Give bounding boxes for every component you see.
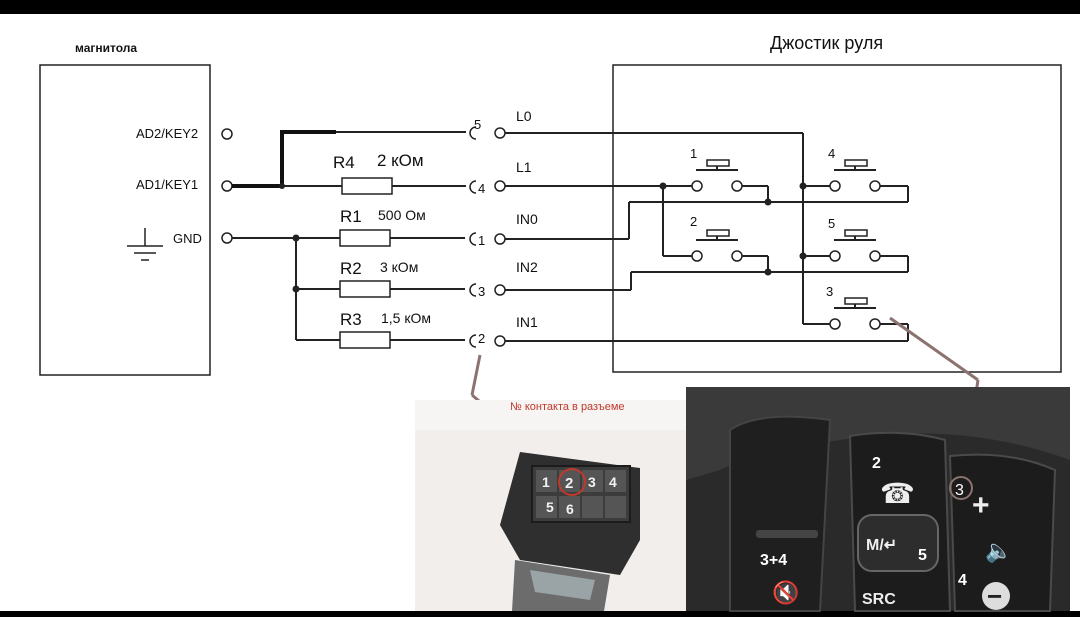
wheel-label-4: 4 (958, 572, 967, 589)
connector-pin-4: 4 (478, 181, 485, 196)
wheel-label-3plus4: 3+4 (760, 552, 787, 569)
joystick-block: Джостик руля (612, 33, 1062, 373)
ground-symbol (127, 228, 163, 261)
line-label-l0: L0 (516, 108, 532, 124)
resistor-r2-name: R2 (340, 259, 362, 278)
button-1: 1 (663, 146, 769, 202)
line-label-in1: IN1 (516, 314, 538, 330)
resistor-r4: R4 2 кОм (333, 151, 424, 195)
button-2: 2 (663, 214, 769, 272)
connector-pin-1: 1 (478, 233, 485, 248)
wheel-src-text: SRC (862, 591, 896, 608)
wheel-label-3: 3 (955, 482, 964, 499)
button-3-label: 3 (826, 284, 833, 299)
resistor-r1-value: 500 Ом (378, 207, 426, 223)
head-unit-title: магнитола (75, 41, 137, 55)
button-5-label: 5 (828, 216, 835, 231)
top-bar (0, 0, 1080, 14)
wheel-callout-circle (949, 476, 973, 500)
wheel-label-5: 5 (918, 547, 927, 564)
button-1-label: 1 (690, 146, 697, 161)
pin-ad2 (221, 128, 233, 140)
connector-photo-pin-2: 2 (565, 475, 573, 492)
resistor-r1: R1 500 Ом (339, 207, 426, 247)
button-4: 4 (803, 146, 908, 192)
pin-ad1 (221, 180, 233, 192)
resistor-r3-value: 1,5 кОм (381, 310, 431, 326)
connector-housing: 1 2 3 4 5 6 (500, 452, 640, 611)
wheel-mute-icon: 🔇 (772, 580, 799, 605)
connector-photo: № контакта в разъеме 1 2 3 4 5 6 (415, 400, 687, 611)
wheel-phone-icon: ☎ (880, 478, 915, 509)
wheel-speaker-icon: 🔈 (985, 538, 1012, 564)
line-label-in0: IN0 (516, 211, 538, 227)
joystick-wiring (505, 132, 909, 342)
resistor-r3: R3 1,5 кОм (339, 310, 431, 349)
resistor-r3-name: R3 (340, 310, 362, 329)
connector: 5 L0 4 L1 1 IN0 3 IN2 2 IN1 (336, 108, 538, 348)
resistor-r2-value: 3 кОм (380, 259, 418, 275)
resistor-r4-name: R4 (333, 153, 355, 172)
bold-wire (232, 130, 336, 188)
bottom-bar (0, 611, 1080, 617)
wheel-label-2: 2 (872, 455, 881, 472)
connector-photo-pin-5: 5 (546, 499, 554, 515)
wheel-plus-icon: + (972, 489, 990, 522)
pin-label-ad1: AD1/KEY1 (136, 177, 198, 192)
button-2-label: 2 (690, 214, 697, 229)
wires (232, 183, 466, 341)
connector-photo-pin-1: 1 (542, 474, 550, 490)
resistor-r2: R2 3 кОм (339, 259, 418, 298)
resistor-r1-name: R1 (340, 207, 362, 226)
line-label-l1: L1 (516, 159, 532, 175)
wheel-minus-icon: − (987, 581, 1002, 611)
button-4-label: 4 (828, 146, 835, 161)
button-5: 5 (803, 216, 908, 262)
line-label-in2: IN2 (516, 259, 538, 275)
connector-photo-pin-4: 4 (609, 474, 617, 490)
connector-photo-pin-3: 3 (588, 474, 596, 490)
head-unit-block: магнитола AD2/KEY2 AD1/KEY1 GND (39, 41, 233, 376)
pin-label-ad2: AD2/KEY2 (136, 126, 198, 141)
resistor-r4-value: 2 кОм (377, 151, 424, 170)
pin-label-gnd: GND (173, 231, 202, 246)
connector-pin-3: 3 (478, 284, 485, 299)
connector-pin-2: 2 (478, 331, 485, 346)
button-3: 3 (803, 284, 908, 330)
connector-pin-5: 5 (474, 117, 481, 132)
steering-wheel-photo: 3 + 2 ☎ M/↵ 5 3+4 🔇 🔈 4 − SRC (686, 387, 1070, 612)
connector-photo-pin-6: 6 (566, 501, 574, 517)
pin-gnd (221, 232, 233, 244)
connector-caption: № контакта в разъеме (510, 401, 625, 413)
wheel-minus-button (982, 582, 1010, 610)
joystick-title: Джостик руля (770, 33, 883, 53)
wheel-mode-button-text: M/↵ (866, 537, 897, 554)
